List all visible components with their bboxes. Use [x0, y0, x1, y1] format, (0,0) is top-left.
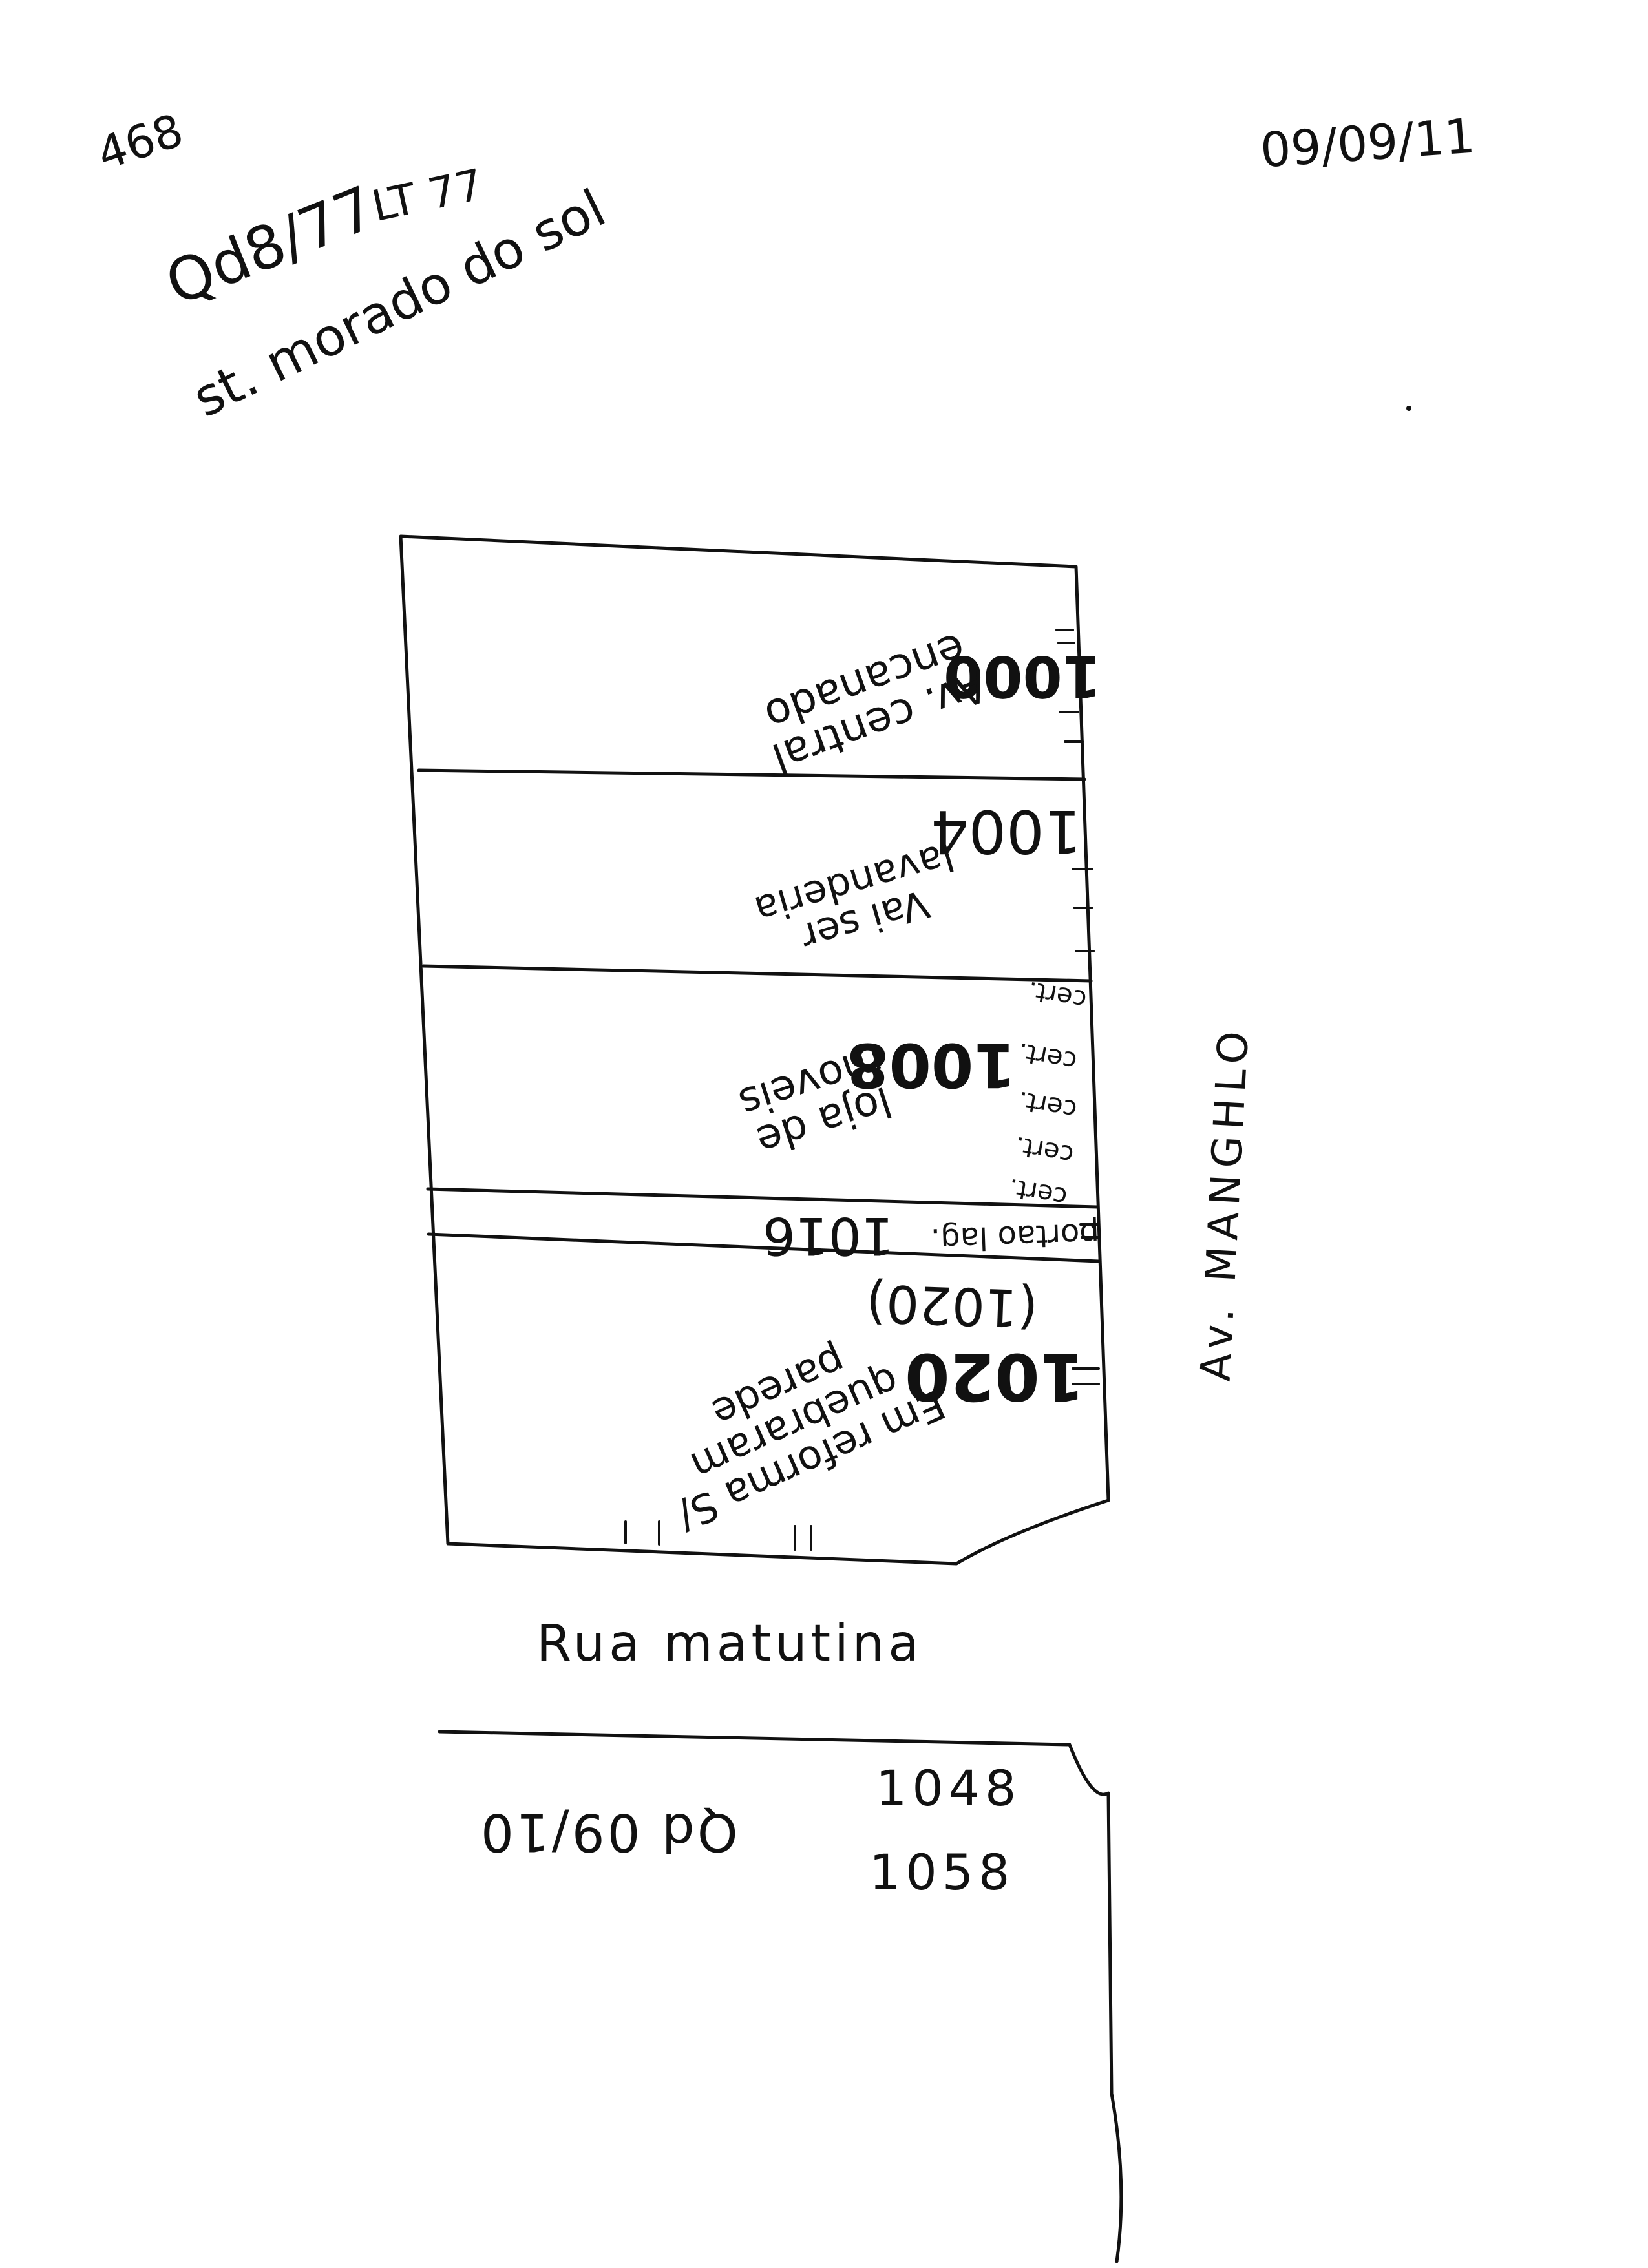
lower-number-1058: 1058: [869, 1843, 1015, 1901]
road-label-bottom: Rua matutina: [536, 1615, 924, 1673]
unit-number-1016: 1016: [763, 1206, 894, 1266]
lower-note: Qd 09/10: [478, 1802, 738, 1862]
lower-number-1048: 1048: [876, 1759, 1022, 1817]
unit-description-1016: portao lag.: [930, 1215, 1100, 1258]
